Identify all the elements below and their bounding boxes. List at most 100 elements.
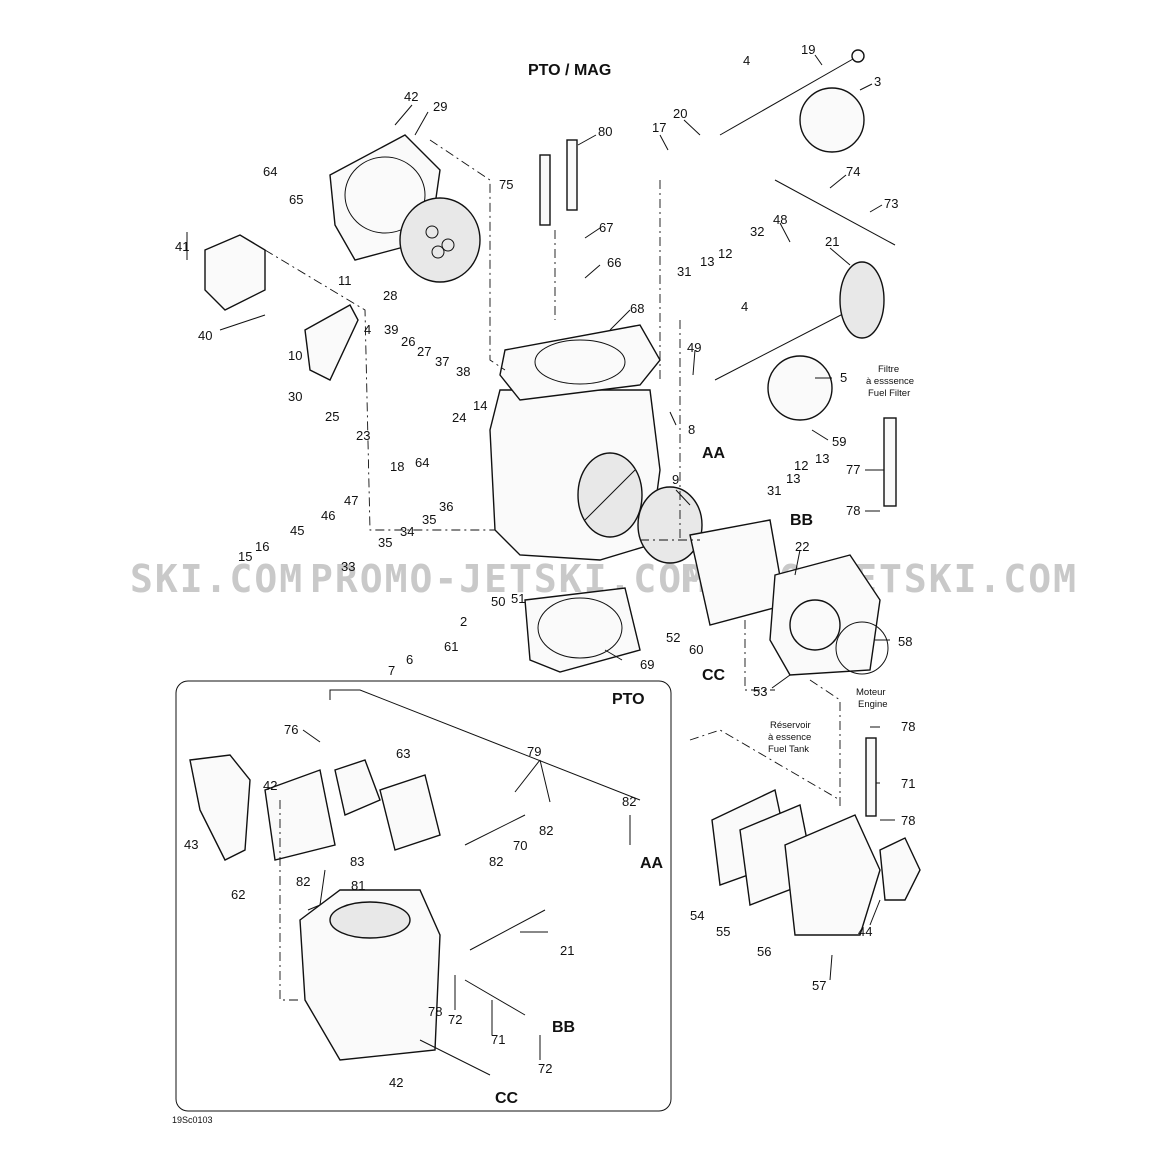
hose-71b xyxy=(419,1039,491,1076)
callout: 75 xyxy=(499,177,513,192)
note-fuel-tank: Réservoir à essence Fuel Tank xyxy=(768,720,811,755)
callout: 57 xyxy=(812,978,826,993)
note-fuel-tank-line2: à essence xyxy=(768,732,811,743)
callout: 47 xyxy=(344,493,358,508)
hose-70 xyxy=(464,814,526,846)
callout: 35 xyxy=(378,535,392,550)
callout: 82 xyxy=(296,874,310,889)
callout: 81 xyxy=(351,878,365,893)
callout: 50 xyxy=(491,594,505,609)
callout: 62 xyxy=(231,887,245,902)
callout: 5 xyxy=(840,370,847,385)
diaphragm-28 xyxy=(399,197,481,283)
callout: 77 xyxy=(846,462,860,477)
callout: 61 xyxy=(444,639,458,654)
callout: 83 xyxy=(350,854,364,869)
callout: 45 xyxy=(290,523,304,538)
note-fuel-filter: Filtre à esssence Fuel Filter xyxy=(866,364,914,399)
heading-pto-inset: PTO xyxy=(612,691,645,708)
callout: 16 xyxy=(255,539,269,554)
callout: 14 xyxy=(473,398,487,413)
callout: 55 xyxy=(716,924,730,939)
part-callouts: 19 4 3 42 29 80 20 17 64 65 75 74 73 41 … xyxy=(175,42,915,1090)
heading-pto-mag: PTO / MAG xyxy=(528,62,611,79)
o-ring-58 xyxy=(835,621,889,675)
callout: 13 xyxy=(786,471,800,486)
callout: 32 xyxy=(750,224,764,239)
callout: 80 xyxy=(598,124,612,139)
callout: 20 xyxy=(673,106,687,121)
lever-63 xyxy=(379,774,441,851)
callout: 82 xyxy=(622,794,636,809)
callout: 70 xyxy=(513,838,527,853)
callout: 71 xyxy=(491,1032,505,1047)
connector-cc-top: CC xyxy=(702,667,726,684)
callout: 11 xyxy=(338,273,352,288)
gasket-68 xyxy=(499,324,661,401)
callout: 64 xyxy=(415,455,429,470)
callout: 78 xyxy=(901,719,915,734)
bracket-44 xyxy=(879,837,921,901)
callout: 76 xyxy=(284,722,298,737)
callout: 37 xyxy=(435,354,449,369)
callout: 13 xyxy=(700,254,714,269)
callout: 12 xyxy=(718,246,732,261)
callout: 18 xyxy=(390,459,404,474)
pto-carburetor xyxy=(299,889,441,1061)
part-30 xyxy=(304,304,359,381)
callout: 63 xyxy=(396,746,410,761)
pipe-79 xyxy=(329,689,641,801)
callout: 72 xyxy=(448,1012,462,1027)
bolt-80 xyxy=(566,139,578,211)
callout: 59 xyxy=(832,434,846,449)
callout: 82 xyxy=(539,823,553,838)
connector-bb-top: BB xyxy=(790,512,813,529)
shaft-19 xyxy=(719,54,861,136)
part-40 xyxy=(204,234,266,311)
callout: 21 xyxy=(560,943,574,958)
callout: 13 xyxy=(815,451,829,466)
callout: 49 xyxy=(687,340,701,355)
callout: 73 xyxy=(884,196,898,211)
callout: 39 xyxy=(384,322,398,337)
note-fuel-filter-line3: Fuel Filter xyxy=(868,388,910,399)
diagram-code: 19Sc0103 xyxy=(172,1115,213,1125)
callout: 31 xyxy=(677,264,691,279)
leader-lines xyxy=(186,54,895,1060)
pto-inset-frame xyxy=(175,680,672,1112)
note-engine-line1: Moteur xyxy=(856,687,886,698)
callout: 31 xyxy=(767,483,781,498)
callout: 9 xyxy=(672,472,679,487)
callout: 58 xyxy=(898,634,912,649)
callout: 23 xyxy=(356,428,370,443)
assembly-guide-lines xyxy=(264,139,841,1001)
callout: 66 xyxy=(607,255,621,270)
callout: 3 xyxy=(874,74,881,89)
callout: 42 xyxy=(263,778,277,793)
callout: 68 xyxy=(630,301,644,316)
callout: 48 xyxy=(773,212,787,227)
bolt-75 xyxy=(539,154,551,226)
fuel-filter-77 xyxy=(883,417,897,507)
callout: 67 xyxy=(599,220,613,235)
callout: 38 xyxy=(456,364,470,379)
callout: 53 xyxy=(753,684,767,699)
parts-drawing xyxy=(189,49,921,1076)
callout: 12 xyxy=(794,458,808,473)
callout: 36 xyxy=(439,499,453,514)
callout: 25 xyxy=(325,409,339,424)
callout: 78 xyxy=(846,503,860,518)
callout: 40 xyxy=(198,328,212,343)
hose-81 xyxy=(307,869,326,911)
callout: 24 xyxy=(452,410,466,425)
callout: 69 xyxy=(640,657,654,672)
callout: 22 xyxy=(795,539,809,554)
gasket-52 xyxy=(689,519,786,626)
plate-3 xyxy=(799,87,865,153)
callout: 52 xyxy=(666,630,680,645)
callout: 54 xyxy=(690,908,704,923)
flange-42 xyxy=(264,769,336,861)
note-fuel-tank-line3: Fuel Tank xyxy=(768,744,809,755)
callout: 44 xyxy=(858,924,872,939)
